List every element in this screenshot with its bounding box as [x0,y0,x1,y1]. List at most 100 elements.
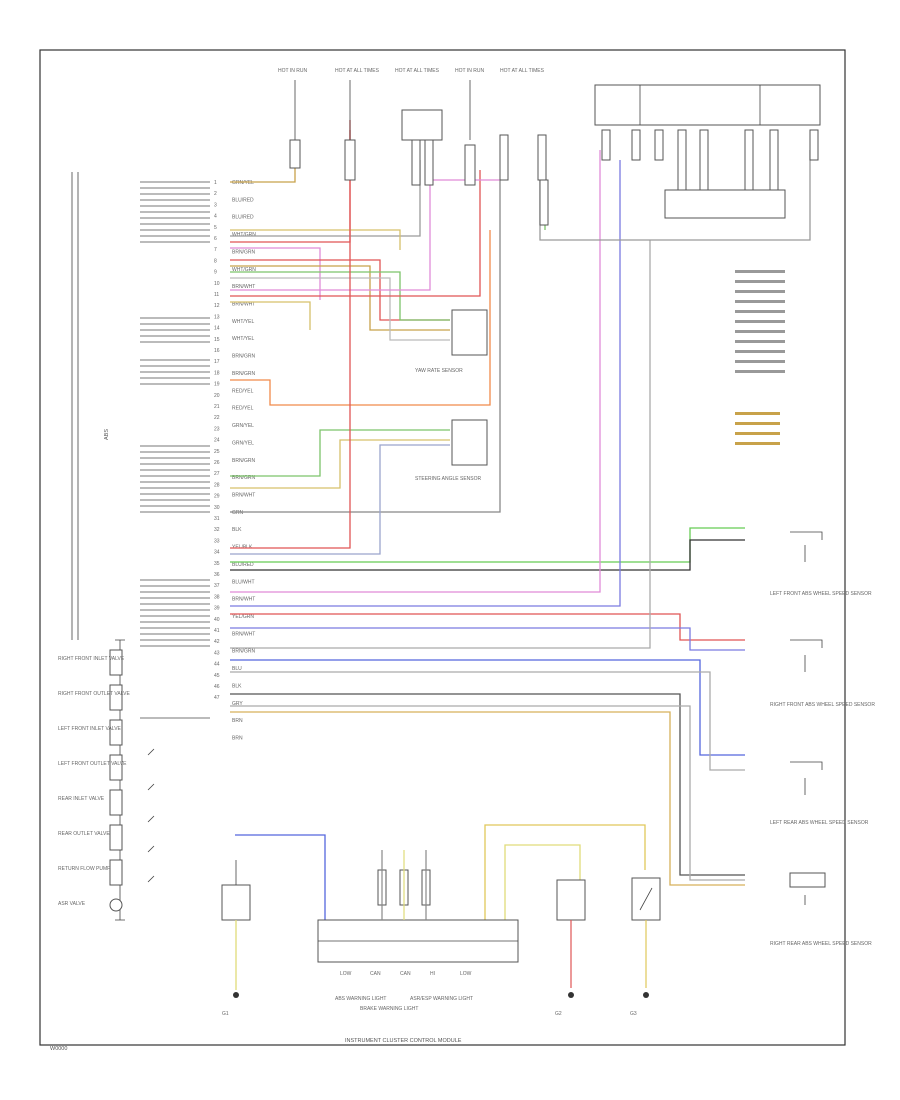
right-wire-list [735,270,785,445]
pin-label: 38 [214,594,220,600]
wire-code-label: BLK [232,527,242,533]
wheel-speed-sensors: LEFT FRONT ABS WHEEL SPEED SENSOR RIGHT … [770,531,875,947]
fuse-1: HOT IN RUN [278,68,307,169]
diagram-frame [39,49,846,1046]
pin-label: 39 [214,606,220,612]
svg-text:YAW RATE SENSOR: YAW RATE SENSOR [415,368,463,374]
esp-switch: G2 [555,879,586,1017]
sensor-right-rear: RIGHT REAR ABS WHEEL SPEED SENSOR [770,872,872,947]
svg-text:HOT IN RUN: HOT IN RUN [278,68,307,74]
pin-label: 42 [214,639,220,645]
pin-label: 29 [214,494,220,500]
wire-code-label: GRY [232,701,243,707]
svg-text:G3: G3 [630,1011,637,1017]
wire-code-label: BRN/GRN [232,475,255,481]
relay-group [594,84,821,219]
wire-code-label: BLU/WHT [232,579,255,585]
svg-text:CAN: CAN [370,971,381,977]
svg-text:RIGHT REAR ABS WHEEL SPEED SEN: RIGHT REAR ABS WHEEL SPEED SENSOR [770,941,872,947]
pin-label: 31 [214,516,220,522]
pin-label: 26 [214,460,220,466]
steering-angle-sensor: STEERING ANGLE SENSOR [415,419,488,482]
pin-label: 16 [214,348,220,354]
instrument-cluster: LOW CAN CAN HI LOW ABS WARNING LIGHT BRA… [317,850,519,1044]
pin-label: 33 [214,538,220,544]
svg-text:RIGHT FRONT OUTLET VALVE: RIGHT FRONT OUTLET VALVE [58,691,130,697]
wire-code-label: WHT/GRN [232,232,256,238]
svg-text:ABS WARNING LIGHT: ABS WARNING LIGHT [335,996,387,1002]
svg-text:LEFT FRONT ABS WHEEL SPEED SEN: LEFT FRONT ABS WHEEL SPEED SENSOR [770,591,872,597]
yaw-rate-sensor: YAW RATE SENSOR [415,309,488,374]
wire-code-label: BRN/GRN [232,371,255,377]
wire-code-label: GRN/YEL [232,440,254,446]
fuse-2: HOT AT ALL TIMES [335,68,380,181]
wire-code-label: BRN/WHT [232,302,255,308]
svg-text:LEFT FRONT INLET VALVE: LEFT FRONT INLET VALVE [58,726,122,732]
wire-code-label: BLK [232,683,242,689]
pin-label: 12 [214,303,220,309]
top-fuses: HOT IN RUN HOT AT ALL TIMES HOT AT ALL T… [278,68,549,226]
pin-label: 43 [214,650,220,656]
pin-label: 15 [214,337,220,343]
svg-text:BRAKE WARNING LIGHT: BRAKE WARNING LIGHT [360,1006,418,1012]
svg-text:REAR INLET VALVE: REAR INLET VALVE [58,796,105,802]
wire-code-label: BLU/RED [232,197,254,203]
wire-code-label: BLU [232,666,242,672]
wire-code-label: BRN/WHT [232,492,255,498]
wire-code-label: BRN/GRN [232,354,255,360]
svg-text:STEERING ANGLE SENSOR: STEERING ANGLE SENSOR [415,476,482,482]
reference-code: W0000 [50,1046,67,1052]
pin-label: 25 [214,449,220,455]
pin-label: 19 [214,382,220,388]
sensor-left-rear: LEFT REAR ABS WHEEL SPEED SENSOR [770,761,869,826]
brake-contacts [147,748,155,883]
pin-label: 17 [214,359,220,365]
wire-code-label: WHT/GRN [232,267,256,273]
module-label: INSTRUMENT CLUSTER CONTROL MODULE [345,1038,462,1044]
valve-block: RIGHT FRONT INLET VALVE RIGHT FRONT OUTL… [58,639,130,921]
wire-code-label: WHT/YEL [232,319,254,325]
pin-label: 10 [214,281,220,287]
wire-code-label: GRN [232,510,244,516]
wire-code-label: BRN/WHT [232,631,255,637]
pin-label: 24 [214,438,220,444]
svg-text:LOW: LOW [340,971,352,977]
pin-label: 1 [214,180,217,186]
pin-labels: 1234567891011121314151617181920212223242… [214,180,220,701]
pin-label: 35 [214,561,220,567]
pin-label: 27 [214,471,220,477]
brake-pressure-top: HOT AT ALL TIMES [395,68,443,186]
pin-label: 47 [214,695,220,701]
svg-text:LEFT FRONT OUTLET VALVE: LEFT FRONT OUTLET VALVE [58,761,127,767]
svg-text:HI: HI [430,971,435,977]
pin-label: 23 [214,426,220,432]
svg-text:REAR OUTLET VALVE: REAR OUTLET VALVE [58,831,110,837]
wire-code-label: RED/YEL [232,388,254,394]
pin-label: 30 [214,505,220,511]
pin-label: 20 [214,393,220,399]
svg-text:G1: G1 [222,1011,229,1017]
pin-label: 13 [214,314,220,320]
svg-text:HOT AT ALL TIMES: HOT AT ALL TIMES [335,68,380,74]
svg-text:RIGHT FRONT INLET VALVE: RIGHT FRONT INLET VALVE [58,656,125,662]
wire-code-label: BRN/WHT [232,597,255,603]
pin-label: 41 [214,628,220,634]
pin-label: 44 [214,662,220,668]
wire-code-label: BLU/RED [232,562,254,568]
wire-code-label: BLU/RED [232,215,254,221]
wire-code-label: BRN [232,736,243,742]
wire-code-label: YEL/GRN [232,614,254,620]
pin-label: 34 [214,550,220,556]
svg-text:G2: G2 [555,1011,562,1017]
pin-label: 37 [214,583,220,589]
wire-code-label: GRN/YEL [232,180,254,186]
wire-code-label: BRN/GRN [232,458,255,464]
pin-label: 46 [214,684,220,690]
pin-label: 28 [214,482,220,488]
svg-text:HOT AT ALL TIMES: HOT AT ALL TIMES [395,68,440,74]
pin-label: 18 [214,370,220,376]
pin-label: 11 [214,292,219,298]
pin-label: 45 [214,673,220,679]
pin-label: 7 [214,247,217,253]
